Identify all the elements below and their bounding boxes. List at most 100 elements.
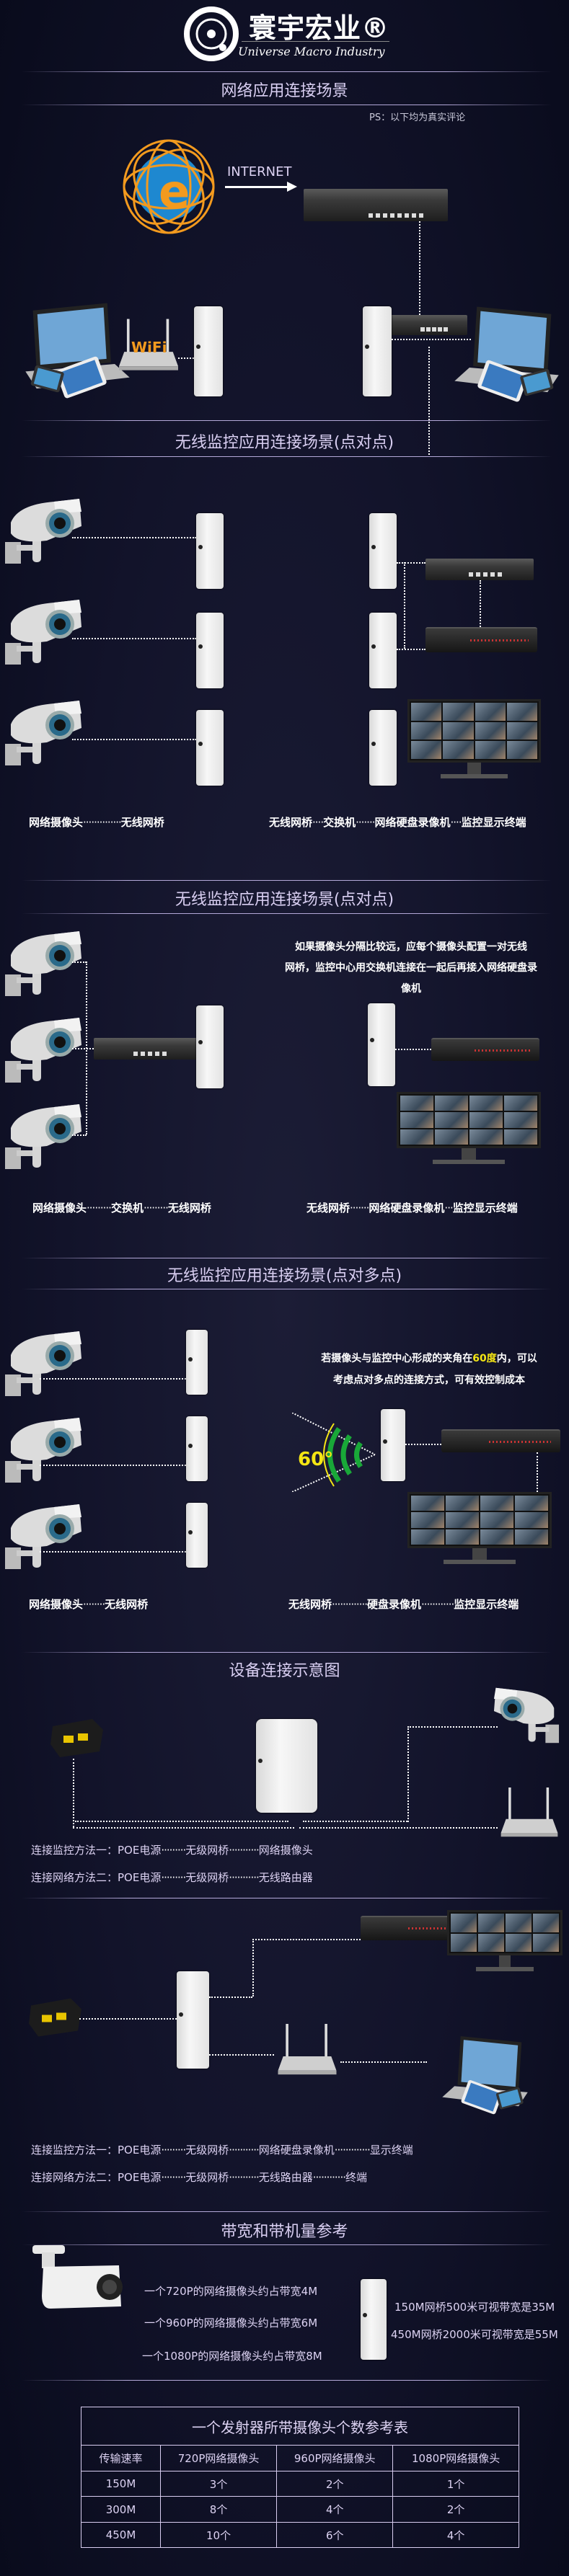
wireless-bridge-device: [196, 1005, 224, 1088]
table-header: 720P网络摄像头: [159, 2445, 278, 2471]
connection-line: [397, 562, 425, 564]
table-cell: 2个: [392, 2496, 519, 2523]
poe-adapter-icon: [49, 1715, 107, 1759]
divider: [22, 71, 552, 72]
wifi-router-icon: [274, 2024, 340, 2076]
connection-line: [209, 1997, 252, 1998]
switch-device: [381, 315, 467, 335]
wireless-bridge-device: [363, 306, 392, 396]
wireless-bridge-device: [186, 1503, 208, 1568]
connection-line: [178, 357, 194, 359]
connection-line: [392, 339, 471, 340]
switch-device: [94, 1038, 198, 1060]
wireless-bridge-device: [369, 710, 397, 786]
poe-adapter-icon: [27, 1993, 85, 2040]
laptop-devices-icon: [447, 306, 566, 404]
connection-line: [72, 1134, 87, 1136]
connection-line: [397, 649, 425, 650]
connection-line: [40, 1378, 186, 1380]
camera-bandwidth-720p: 一个720P的网络摄像头约占带宽4M: [144, 2285, 318, 2298]
connection-line: [72, 1048, 94, 1049]
table-cell: 6个: [276, 2522, 394, 2548]
divider: [22, 456, 552, 457]
chain-label-left: 网络摄像头··············无线网桥: [29, 816, 164, 829]
connection-line: [252, 1939, 254, 1997]
camera-icon: [4, 1330, 83, 1402]
divider: [22, 2244, 552, 2245]
nvr-device: [441, 1429, 560, 1452]
chain-label-right: 无线网桥····交换机·······网络硬盘录像机····监控显示终端: [269, 816, 526, 829]
note-paragraph: 若摄像头与监控中心形成的夹角在60度内，可以 考虑点对多点的连接方式，可有效控制…: [288, 1348, 569, 1391]
wireless-bridge-device: [196, 513, 224, 589]
connection-line: [303, 1821, 407, 1822]
camera-icon: [4, 930, 83, 1002]
connection-line: [73, 1827, 294, 1829]
table-title: 一个发射器所带摄像头个数参考表: [81, 2407, 519, 2446]
chain-label-right: 无线网桥·······网络硬盘录像机···监控显示终端: [306, 1202, 518, 1214]
table-cell: 2个: [276, 2471, 394, 2497]
connection-line: [252, 1939, 361, 1940]
wireless-bridge-device: [381, 1409, 405, 1481]
connection-line: [72, 537, 196, 538]
router-device: [304, 189, 448, 221]
note-line: 考虑点对多点的连接方式，可有效控制成本: [333, 1374, 525, 1386]
camera-bandwidth-960p: 一个960P的网络摄像头约占带宽6M: [144, 2317, 318, 2329]
divider: [22, 2211, 552, 2212]
arrow-line: [225, 186, 290, 188]
connection-line: [395, 1049, 431, 1050]
note-paragraph: 如果摄像头分隔比较远，应每个摄像头配置一对无线 网桥，监控中心用交换机连接在一起…: [263, 937, 559, 1000]
section-title-bandwidth: 带宽和带机量参考: [221, 2223, 348, 2241]
table-cell: 4个: [276, 2496, 394, 2523]
connection-line: [404, 562, 405, 649]
wireless-bridge-device: [369, 513, 397, 589]
wireless-bridge-device: [368, 1003, 395, 1086]
wireless-bridge-device: [196, 710, 224, 786]
wireless-bridge-device: [256, 1719, 317, 1813]
section-title-p2mp: 无线监控应用连接场景(点对多点): [167, 1267, 402, 1285]
svg-text:e: e: [159, 166, 190, 219]
nvr-device: [425, 627, 537, 652]
camera-icon: [4, 1016, 83, 1088]
table-header: 传输速率: [81, 2445, 161, 2471]
method1-label: 连接监控方法一：POE电源·········无级网桥···········网络摄…: [31, 1844, 313, 1857]
monitor-display: [447, 1910, 563, 1971]
chain-label-left: 网络摄像头········无线网桥: [29, 1598, 149, 1611]
connection-line: [40, 1465, 186, 1466]
camera-icon: [4, 1416, 83, 1488]
table-cell: 300M: [81, 2496, 161, 2523]
connection-line: [40, 1551, 186, 1553]
wireless-bridge-device: [186, 1416, 208, 1481]
nvr-device: [431, 1038, 539, 1061]
highlight-angle: 60度: [472, 1353, 497, 1364]
connection-line: [72, 638, 196, 639]
connection-line: [407, 1726, 498, 1728]
monitor-display: [397, 1092, 541, 1164]
note-line: 若摄像头与监控中心形成的夹角在60度内，可以: [321, 1353, 537, 1364]
wifi-router-icon: [498, 1787, 561, 1838]
wireless-bridge-device: [186, 1330, 208, 1395]
connection-line: [537, 1452, 538, 1492]
table-cell: 1个: [392, 2471, 519, 2497]
connection-line: [405, 1444, 441, 1445]
angle-label: 60°: [298, 1449, 334, 1470]
connection-line: [79, 2018, 177, 2020]
table-cell: 3个: [159, 2471, 278, 2497]
wireless-bridge-device: [196, 613, 224, 688]
note-line: 如果摄像头分隔比较远，应每个摄像头配置一对无线: [295, 941, 527, 953]
table-cell: 10个: [159, 2522, 278, 2548]
monitor-display: [407, 1492, 552, 1564]
section-title-network: 网络应用连接场景: [221, 82, 348, 100]
bullet-camera-icon: [29, 2245, 126, 2314]
bridge-bandwidth-450m: 450M网桥2000米可视带宽是55M: [391, 2328, 558, 2341]
camera-icon: [487, 1687, 566, 1748]
wireless-bridge-device: [194, 306, 223, 396]
brand-name: 寰宇宏业®: [249, 12, 390, 44]
switch-device: [425, 559, 534, 580]
laptop-devices-icon: [425, 2036, 544, 2115]
table-cell: 4个: [392, 2522, 519, 2548]
divider: [22, 1652, 552, 1653]
